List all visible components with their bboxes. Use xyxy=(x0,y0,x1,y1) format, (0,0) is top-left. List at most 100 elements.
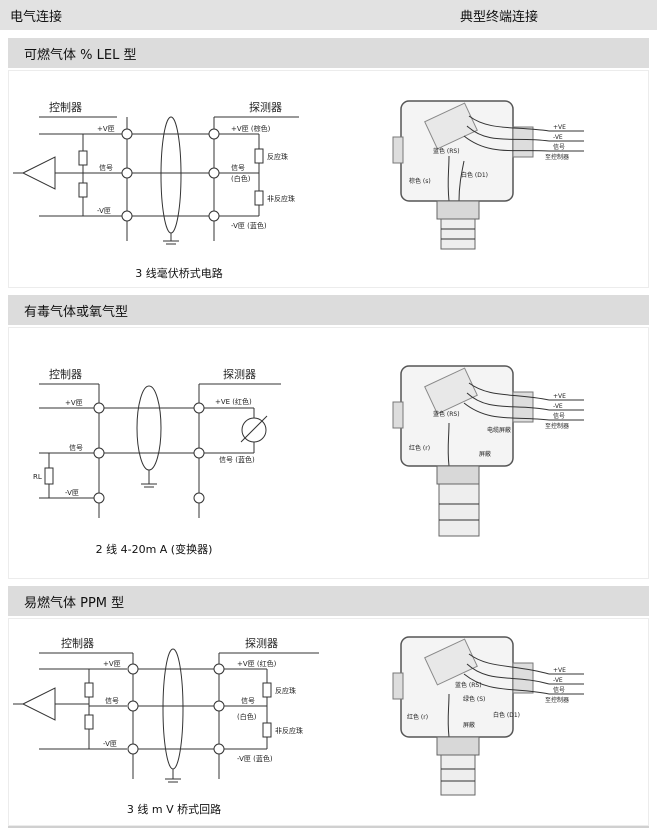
wiring-label-pve: +VE xyxy=(553,667,566,674)
section-title-3: 易燃气体 PPM 型 xyxy=(24,596,125,611)
wiring-label-tocontroller: 至控制器 xyxy=(545,153,569,161)
wiring-label-nve: -VE xyxy=(553,677,563,684)
det-terminal-sig xyxy=(213,700,225,712)
ctrl-label-sig: 信号 xyxy=(105,696,119,705)
circuit-diagram-3: 控制器 探测器 +V匣 信号 -V匣 +V匣 (红色) 信号 xyxy=(13,636,584,796)
reactive-bead xyxy=(262,682,272,698)
side-label-nonreactive: 非反应珠 xyxy=(275,726,303,735)
wiring-label-pve: +VE xyxy=(553,393,566,400)
ctrl-terminal-neg xyxy=(93,492,105,504)
ctrl-terminal-sig xyxy=(93,447,105,459)
wiring-label-blue: 蓝色 (RS) xyxy=(433,147,460,155)
ctrl-terminal-pos xyxy=(93,402,105,414)
det-label-sig: 信号 (蓝色) xyxy=(219,455,255,464)
section-panel-2: 控制器 探测器 RL +V匣 信号 -V匣 +VE (红色) 信号 (蓝色) xyxy=(8,327,649,579)
det-terminal-pos xyxy=(208,128,220,140)
detector-label: 探测器 xyxy=(249,101,282,114)
circuit-diagram-2: 控制器 探测器 RL +V匣 信号 -V匣 +VE (红色) 信号 (蓝色) xyxy=(33,365,584,537)
wiring-label-tocontroller: 至控制器 xyxy=(545,696,569,704)
ctrl-label-sig: 信号 xyxy=(69,443,83,452)
det-label-color: (白色) xyxy=(231,174,251,183)
ctrl-terminal-neg xyxy=(121,210,133,222)
det-terminal-neg xyxy=(213,743,225,755)
reactive-bead xyxy=(254,148,264,164)
amplifier-symbol xyxy=(21,687,56,721)
wiring-label-nve: -VE xyxy=(553,134,563,141)
wiring-label-white: 白色 (D1) xyxy=(493,711,520,719)
cable-shield-ellipse xyxy=(136,385,162,471)
det-terminal-pos xyxy=(193,402,205,414)
ctrl-label-sig: 信号 xyxy=(99,163,113,172)
detector-label: 探测器 xyxy=(223,368,256,381)
cable-shield-ellipse xyxy=(162,648,184,770)
section-title-bar-3: 易燃气体 PPM 型 xyxy=(8,586,649,616)
wiring-label-blue: 蓝色 (RS) xyxy=(433,410,460,418)
controller-label: 控制器 xyxy=(61,636,94,650)
det-label-sig: 信号 xyxy=(241,696,255,705)
controller-label: 控制器 xyxy=(49,367,82,381)
det-label-pos: +V匣 (棕色) xyxy=(231,124,271,133)
det-label-pos: +VE (红色) xyxy=(215,397,252,406)
wiring-label-white: 白色 (D1) xyxy=(461,171,488,179)
section-panel-3: 控制器 探测器 +V匣 信号 -V匣 +V匣 (红色) 信号 xyxy=(8,618,649,826)
det-terminal-sig xyxy=(208,167,220,179)
det-label-neg: -V匣 (蓝色) xyxy=(231,221,267,230)
det-label-pos: +V匣 (红色) xyxy=(237,659,277,668)
section-caption-1: 3 线毫伏桥式电路 xyxy=(135,267,223,280)
controller-label: 控制器 xyxy=(49,100,82,114)
wiring-label-shield: 屏蔽 xyxy=(463,721,475,729)
ctrl-terminal-pos xyxy=(127,663,139,675)
section-title-bar-1: 可燃气体 % LEL 型 xyxy=(8,38,649,68)
wiring-label-pve: +VE xyxy=(553,124,566,131)
det-terminal-pos xyxy=(213,663,225,675)
ctrl-terminal-pos xyxy=(121,128,133,140)
ctrl-label-neg: -V匣 xyxy=(103,740,117,748)
wiring-label-sig: 信号 xyxy=(553,143,565,151)
side-label-reactive: 反应珠 xyxy=(267,152,288,161)
ctrl-terminal-sig xyxy=(121,167,133,179)
wiring-label-sig: 信号 xyxy=(553,686,565,694)
section-title-bar-2: 有毒气体或氧气型 xyxy=(8,295,649,325)
section-caption-2: 2 线 4-20m A (变换器) xyxy=(95,543,213,556)
wiring-label-blue: 蓝色 (RS) xyxy=(455,681,482,689)
header-typical-terminal: 典型终端连接 xyxy=(460,10,539,25)
bottom-divider xyxy=(8,826,649,828)
load-resistor xyxy=(44,467,54,485)
ctrl-terminal-neg xyxy=(127,743,139,755)
ctrl-label-pos: +V匣 xyxy=(103,660,121,668)
detector-label: 探测器 xyxy=(245,637,278,650)
section-title-1: 可燃气体 % LEL 型 xyxy=(24,48,137,63)
ctrl-label-neg: -V匣 xyxy=(97,207,111,215)
section-panel-1: 控制器 探测器 +V匣 信号 -V匣 xyxy=(8,70,649,288)
header-electrical-connection: 电气连接 xyxy=(10,10,63,25)
wiring-label-tocontroller: 至控制器 xyxy=(545,422,569,430)
det-terminal-neg xyxy=(208,210,220,222)
ctrl-terminal-sig xyxy=(127,700,139,712)
nonreactive-bead xyxy=(254,190,264,206)
transmitter-symbol xyxy=(241,417,267,443)
section-caption-3: 3 线 m V 桥式回路 xyxy=(126,803,222,816)
nonreactive-bead xyxy=(262,722,272,738)
side-label-rl: RL xyxy=(33,473,42,481)
wiring-label-red: 红色 (r) xyxy=(409,444,430,452)
circuit-diagram-1: 控制器 探测器 +V匣 信号 -V匣 xyxy=(13,100,584,250)
det-label-sig: 信号 xyxy=(231,163,245,172)
det-terminal-sig xyxy=(193,447,205,459)
wiring-label-green: 绿色 (S) xyxy=(463,695,485,703)
wiring-label-brown: 棕色 (s) xyxy=(409,177,431,185)
det-label-neg: -V匣 (蓝色) xyxy=(237,754,273,763)
wiring-label-shield: 屏蔽 xyxy=(479,450,491,458)
top-header-bar: 电气连接 典型终端连接 xyxy=(0,0,657,30)
wiring-label-sig: 信号 xyxy=(553,412,565,420)
side-label-nonreactive: 非反应珠 xyxy=(267,194,295,203)
det-label-color: (白色) xyxy=(237,712,257,721)
side-label-reactive: 反应珠 xyxy=(275,686,296,695)
section-title-2: 有毒气体或氧气型 xyxy=(24,305,129,320)
ctrl-label-pos: +V匣 xyxy=(97,125,115,133)
wiring-label-red: 红色 (r) xyxy=(407,713,428,721)
amplifier-symbol xyxy=(21,156,56,190)
ctrl-label-pos: +V匣 xyxy=(65,399,83,407)
wiring-label-cable-shield: 电缆屏蔽 xyxy=(487,426,511,434)
wiring-label-nve: -VE xyxy=(553,403,563,410)
det-terminal-neg xyxy=(193,492,205,504)
